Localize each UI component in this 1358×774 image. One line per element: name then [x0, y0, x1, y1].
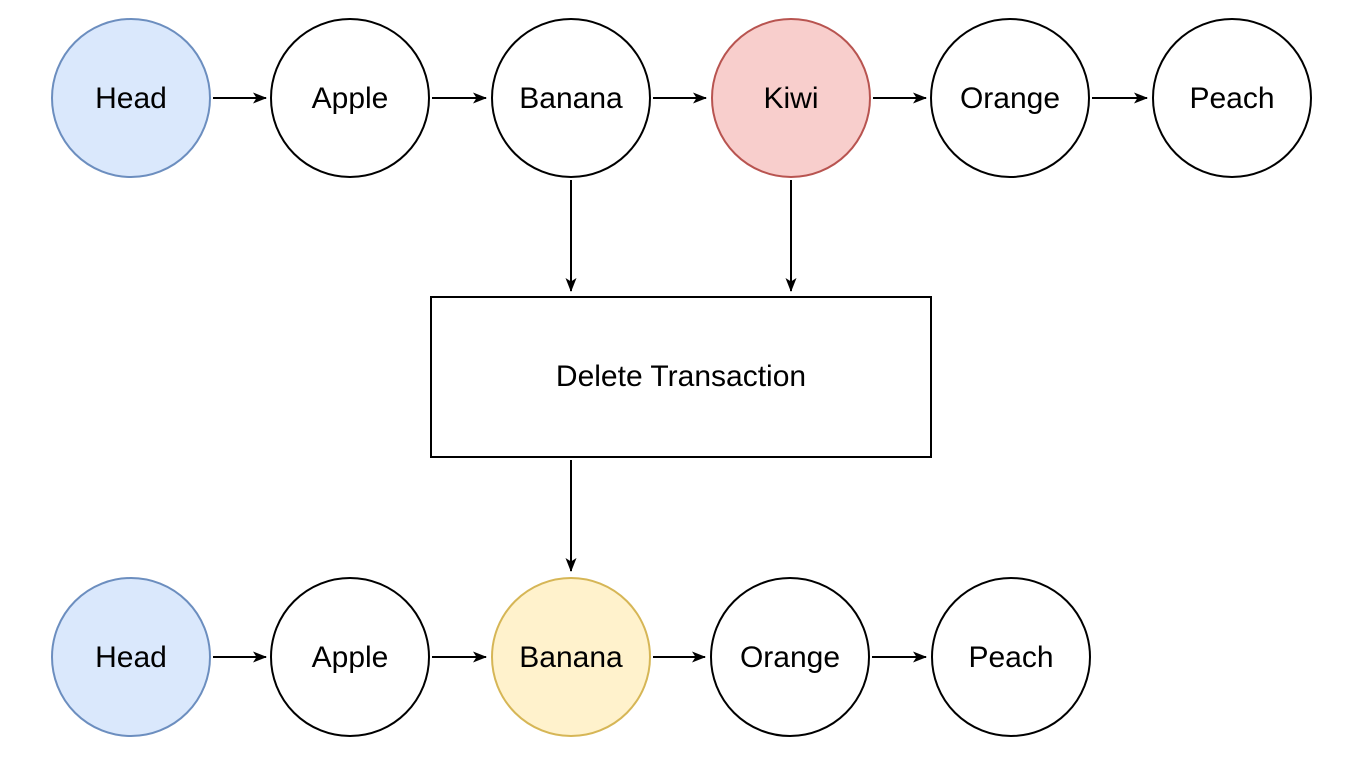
- bottom-node-banana: Banana: [491, 577, 651, 737]
- node-label: Peach: [968, 640, 1054, 674]
- top-node-apple: Apple: [270, 18, 430, 178]
- process-box-delete-transaction: Delete Transaction: [430, 296, 932, 458]
- top-node-head: Head: [51, 18, 211, 178]
- node-label: Head: [95, 81, 167, 115]
- top-node-orange: Orange: [930, 18, 1090, 178]
- node-label: Apple: [311, 640, 389, 674]
- node-label: Peach: [1189, 81, 1275, 115]
- top-node-peach: Peach: [1152, 18, 1312, 178]
- bottom-node-peach: Peach: [931, 577, 1091, 737]
- node-label: Orange: [959, 81, 1061, 115]
- node-label: Kiwi: [763, 81, 819, 115]
- node-label: Banana: [519, 81, 623, 115]
- bottom-node-head: Head: [51, 577, 211, 737]
- top-node-kiwi: Kiwi: [711, 18, 871, 178]
- top-node-banana: Banana: [491, 18, 651, 178]
- node-label: Banana: [519, 640, 623, 674]
- bottom-node-orange: Orange: [710, 577, 870, 737]
- node-label: Apple: [311, 81, 389, 115]
- bottom-node-apple: Apple: [270, 577, 430, 737]
- process-box-label: Delete Transaction: [555, 360, 807, 393]
- node-label: Head: [95, 640, 167, 674]
- node-label: Orange: [739, 640, 841, 674]
